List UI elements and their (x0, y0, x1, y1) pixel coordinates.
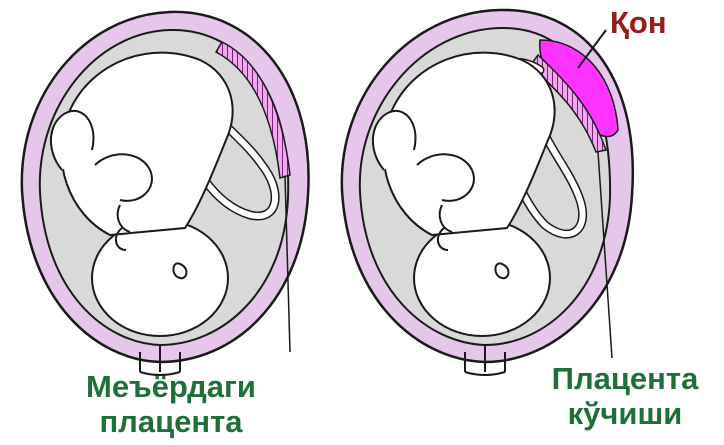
label-normal-line2: плацента (40, 405, 302, 440)
label-abruption-line1: Плацента (520, 362, 724, 397)
label-placental-abruption: Плацента кўчиши (520, 362, 724, 431)
fetus-head (414, 220, 550, 336)
label-normal-placenta: Меъёрдаги плацента (40, 370, 302, 439)
uterus-abruption (342, 10, 633, 375)
label-abruption-line2: кўчиши (520, 397, 724, 432)
label-normal-line1: Меъёрдаги (40, 370, 302, 405)
label-blood: Қон (610, 6, 667, 41)
uterus-normal (22, 12, 309, 375)
fetus-head (92, 220, 228, 336)
